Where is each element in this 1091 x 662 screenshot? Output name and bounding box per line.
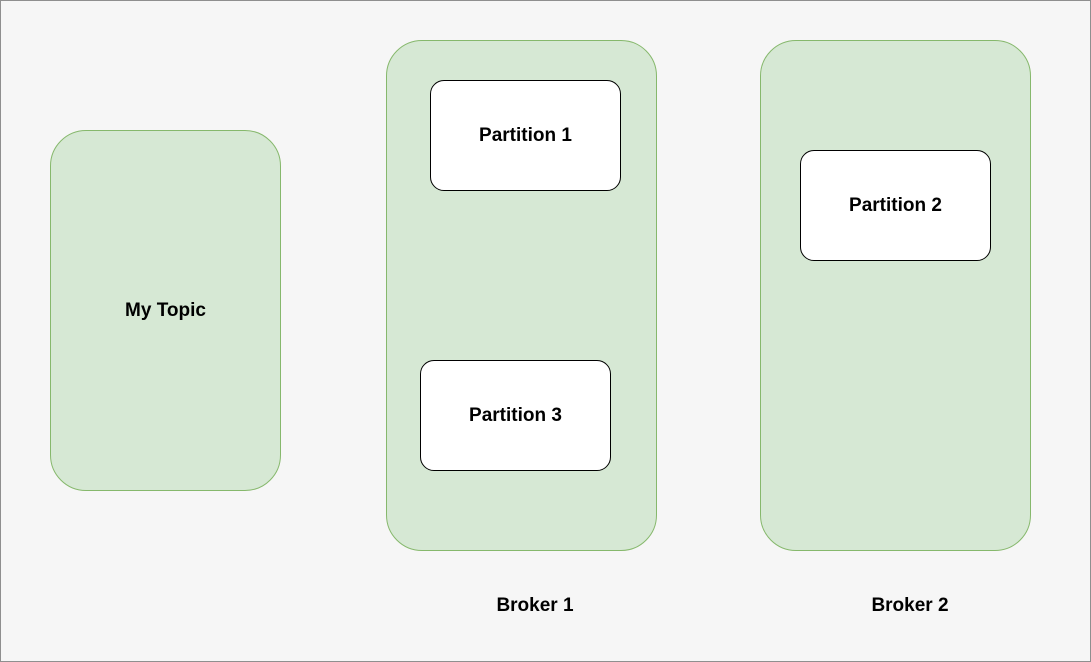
partition-2-label: Partition 2 [849, 194, 942, 216]
topic-label: My Topic [125, 299, 206, 321]
partition-3-box: Partition 3 [420, 360, 611, 471]
broker-2-box [760, 40, 1031, 551]
broker-2-label: Broker 2 [871, 595, 949, 616]
partition-3-label: Partition 3 [469, 404, 562, 426]
broker-1-label: Broker 1 [496, 595, 574, 616]
partition-1-label: Partition 1 [479, 124, 572, 146]
partition-2-box: Partition 2 [800, 150, 991, 261]
partition-1-box: Partition 1 [430, 80, 621, 191]
topic-box: My Topic [50, 130, 281, 491]
